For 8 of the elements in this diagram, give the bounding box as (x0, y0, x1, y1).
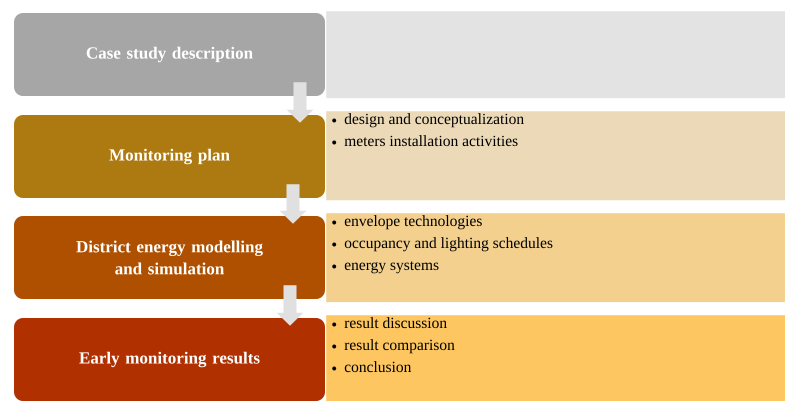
process-box: Case study description (14, 13, 325, 96)
bullet-list-panel: design and conceptualization meters installation activities (326, 111, 785, 200)
process-box: Monitoring plan (14, 115, 325, 198)
process-box: Early monitoring results (14, 318, 325, 401)
empty-panel (326, 11, 785, 98)
bullet-list-panel: envelope technologies occupancy and lighting schedules energy systems (326, 213, 785, 302)
bullet-list-panel: result discussion result comparison conclusion (326, 315, 785, 401)
process-box: District energy modelling and simulation (14, 216, 325, 299)
